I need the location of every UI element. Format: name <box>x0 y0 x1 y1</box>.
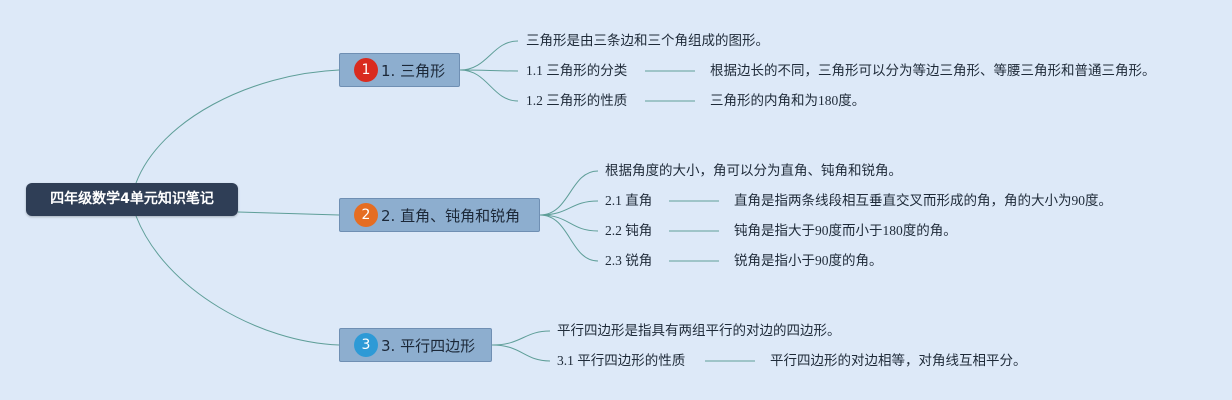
connector-b3-intro <box>491 330 551 346</box>
leaf-detail[interactable]: 根据边长的不同，三角形可以分为等边三角形、等腰三角形和普通三角形。 <box>710 63 1156 78</box>
leaf-label[interactable]: 2.2 钝角 <box>605 223 653 238</box>
leaf-intro[interactable]: 平行四边形是指具有两组平行的对边的四边形。 <box>557 323 841 338</box>
priority-1-icon: 1 <box>354 58 378 82</box>
branch-title: 1. 三角形 <box>381 61 446 80</box>
branch-angles[interactable]: 2 2. 直角、钝角和锐角 <box>339 198 540 232</box>
leaf-label[interactable]: 2.3 锐角 <box>605 253 653 268</box>
branch-title: 2. 直角、钝角和锐角 <box>381 206 521 225</box>
leaf-label[interactable]: 2.1 直角 <box>605 193 653 208</box>
connector-b1-item2 <box>459 69 519 102</box>
connector-b2-item1 <box>539 200 599 216</box>
leaf-detail[interactable]: 锐角是指小于90度的角。 <box>734 253 883 268</box>
connector-b2-item3 <box>539 214 599 262</box>
branch-parallelogram[interactable]: 3 3. 平行四边形 <box>339 328 492 362</box>
leaf-detail[interactable]: 钝角是指大于90度而小于180度的角。 <box>734 223 957 238</box>
root-title: 四年级数学4单元知识笔记 <box>50 191 214 207</box>
connector-root-branch-1 <box>135 69 340 184</box>
leaf-label[interactable]: 3.1 平行四边形的性质 <box>557 353 686 368</box>
connector-b1-intro <box>459 40 519 71</box>
priority-3-icon: 3 <box>354 333 378 357</box>
leaf-detail[interactable]: 平行四边形的对边相等，对角线互相平分。 <box>770 353 1027 368</box>
connector-b2-item2 <box>539 214 599 232</box>
leaf-intro[interactable]: 根据角度的大小，角可以分为直角、钝角和锐角。 <box>605 163 902 178</box>
priority-2-icon: 2 <box>354 203 378 227</box>
branch-title: 3. 平行四边形 <box>381 336 476 355</box>
leaf-detail[interactable]: 三角形的内角和为180度。 <box>710 93 866 108</box>
leaf-intro[interactable]: 三角形是由三条边和三个角组成的图形。 <box>526 33 769 48</box>
leaf-detail[interactable]: 直角是指两条线段相互垂直交叉而形成的角，角的大小为90度。 <box>734 193 1112 208</box>
connector-b2-intro <box>539 170 599 216</box>
connector-root-branch-2 <box>237 211 340 216</box>
connector-root-branch-3 <box>135 215 340 346</box>
branch-triangle[interactable]: 1 1. 三角形 <box>339 53 460 87</box>
leaf-label[interactable]: 1.1 三角形的分类 <box>526 63 628 78</box>
connector-b1-item1 <box>459 69 519 72</box>
connector-b3-item1 <box>491 344 551 362</box>
root-topic[interactable]: 四年级数学4单元知识笔记 <box>26 183 238 216</box>
leaf-label[interactable]: 1.2 三角形的性质 <box>526 93 628 108</box>
